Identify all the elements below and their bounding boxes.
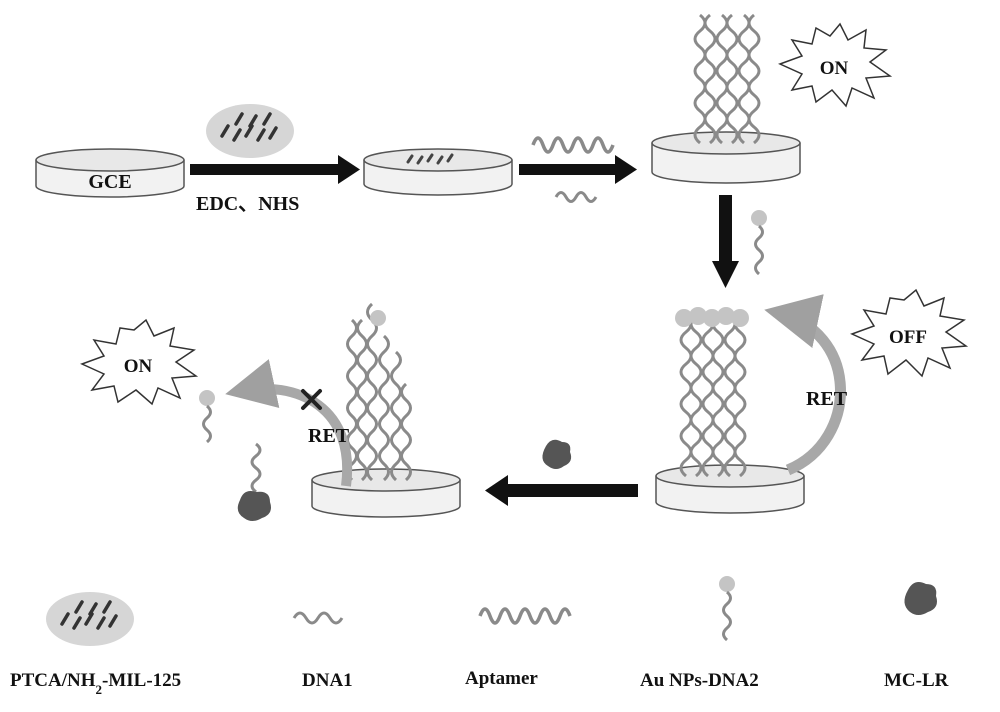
burst-on-top-label: ON	[820, 58, 849, 79]
au-dna2-probe-step3	[751, 210, 767, 276]
legend-ptca-label: PTCA/NH2-MIL-125	[10, 670, 181, 697]
starburst-on-top: ON	[778, 22, 893, 108]
gold-nanoparticle-left-top	[370, 310, 386, 326]
ret-left-label: RET	[308, 425, 350, 447]
mclr-particle-step4	[542, 439, 572, 469]
electrode-label: GCE	[88, 171, 131, 193]
ret-right-label: RET	[806, 388, 848, 410]
electrode-disc-2	[363, 148, 513, 196]
legend-aptamer-icon	[478, 607, 572, 625]
legend-ptca-icon	[46, 592, 134, 646]
legend-mclr-label: MC-LR	[884, 670, 949, 691]
electrode-disc-3	[651, 131, 801, 184]
legend-dna1-label: DNA1	[302, 670, 353, 691]
helix-bundle-top	[693, 13, 761, 145]
mof-dashes-on-disc	[406, 153, 454, 165]
aptamer-mclr-complex	[237, 442, 271, 521]
arrow-step-1	[190, 155, 360, 184]
mof-particle	[206, 104, 294, 158]
starburst-off: OFF	[850, 288, 969, 378]
step1-label: EDC、NHS	[196, 193, 299, 215]
starburst-on-left: ON	[80, 318, 199, 406]
legend-dna1-icon	[292, 611, 344, 625]
legend-au-dna2-label: Au NPs-DNA2	[640, 670, 759, 691]
arrow-step-2	[519, 155, 637, 184]
helix-bundle-left	[346, 302, 412, 482]
blocked-cross-icon	[301, 389, 322, 410]
arrow-step-3	[712, 195, 739, 288]
burst-off-label: OFF	[889, 327, 927, 348]
legend-au-dna2-icon	[719, 576, 735, 642]
aptamer-strand-step2	[531, 136, 615, 154]
electrode-disc-1: GCE	[35, 148, 185, 198]
legend-mclr-icon	[904, 582, 937, 615]
gold-nanoparticles-row	[675, 307, 749, 327]
legend-aptamer-label: Aptamer	[465, 668, 538, 689]
helix-bundle-right	[679, 314, 747, 478]
arrow-step-4	[485, 475, 638, 506]
ret-curved-arrow-right	[764, 294, 846, 476]
au-dna2-probe-free	[199, 390, 215, 444]
legend: PTCA/NH2-MIL-125 DNA1 Aptamer Au NPs-DNA…	[10, 576, 949, 697]
electrode-disc-4	[655, 464, 805, 514]
dna1-strand-step2	[554, 191, 598, 203]
burst-on-left-label: ON	[124, 356, 153, 377]
